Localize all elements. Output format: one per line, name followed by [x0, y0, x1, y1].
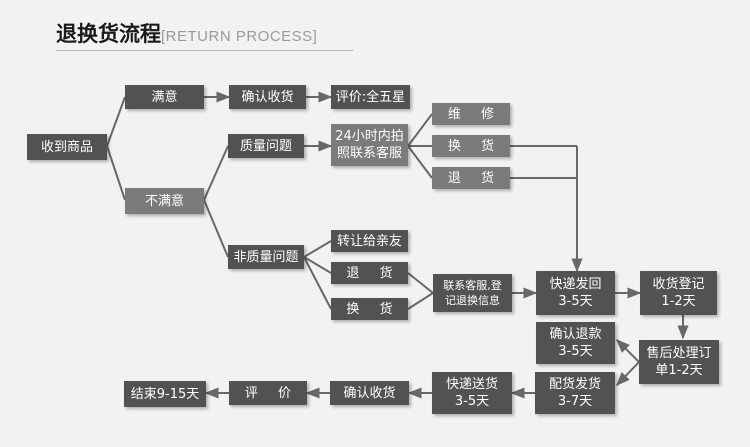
- link-aftersales-refund: [616, 339, 640, 363]
- title-main: 退换货流程: [56, 22, 161, 46]
- node-express-return: 快递发回 3-5天: [536, 271, 615, 315]
- node-contact-service: 24小时内拍 照联系客服: [331, 124, 408, 166]
- node-confirm-refund: 确认退款 3-5天: [536, 322, 615, 364]
- link-aftersales-dispatch: [616, 361, 640, 387]
- node-return-quality: 退 货: [432, 167, 510, 189]
- node-non-quality-issue: 非质量问题: [228, 245, 304, 269]
- link-exchange-register: [407, 292, 434, 310]
- node-end: 结束9-15天: [124, 381, 206, 407]
- node-after-sales: 售后处理订 单1-2天: [639, 340, 719, 384]
- node-received: 收到商品: [27, 134, 107, 160]
- node-unsatisfied: 不满意: [125, 188, 204, 214]
- node-rating: 评价:全五星: [331, 85, 410, 109]
- link-contact-return: [407, 145, 433, 179]
- node-exchange-quality: 换 货: [432, 135, 510, 157]
- title-divider: [56, 50, 353, 51]
- link-nonquality-return: [303, 256, 332, 274]
- link-unsatisfied-quality: [203, 145, 229, 201]
- link-return-register: [407, 272, 434, 294]
- link-unsatisfied-nonquality: [203, 199, 229, 258]
- node-transfer-friend: 转让给亲友: [331, 230, 408, 252]
- node-return-non-quality: 退 货: [331, 262, 408, 284]
- node-confirm-receipt-top: 确认收货: [229, 85, 306, 109]
- node-receive-register: 收货登记 1-2天: [640, 271, 717, 315]
- node-review: 评 价: [229, 381, 307, 405]
- link-received-unsatisfied: [106, 145, 126, 201]
- page-title: 退换货流程[RETURN PROCESS]: [56, 18, 317, 48]
- node-express-delivery: 快递送货 3-5天: [432, 372, 512, 414]
- title-sub: [RETURN PROCESS]: [161, 28, 318, 45]
- node-repair: 维 修: [432, 103, 510, 125]
- node-confirm-receipt-bottom: 确认收货: [330, 381, 409, 405]
- node-dispatch: 配货发货 3-7天: [535, 372, 615, 414]
- link-contact-repair: [407, 113, 433, 147]
- link-received-satisfied: [106, 96, 126, 147]
- node-satisfied: 满意: [125, 85, 204, 109]
- node-contact-register: 联系客服,登 记退换信息: [433, 274, 512, 312]
- node-quality-issue: 质量问题: [228, 134, 304, 158]
- link-nonquality-transfer: [303, 240, 332, 258]
- link-nonquality-exchange: [303, 256, 332, 310]
- node-exchange-non-quality: 换 货: [331, 298, 408, 320]
